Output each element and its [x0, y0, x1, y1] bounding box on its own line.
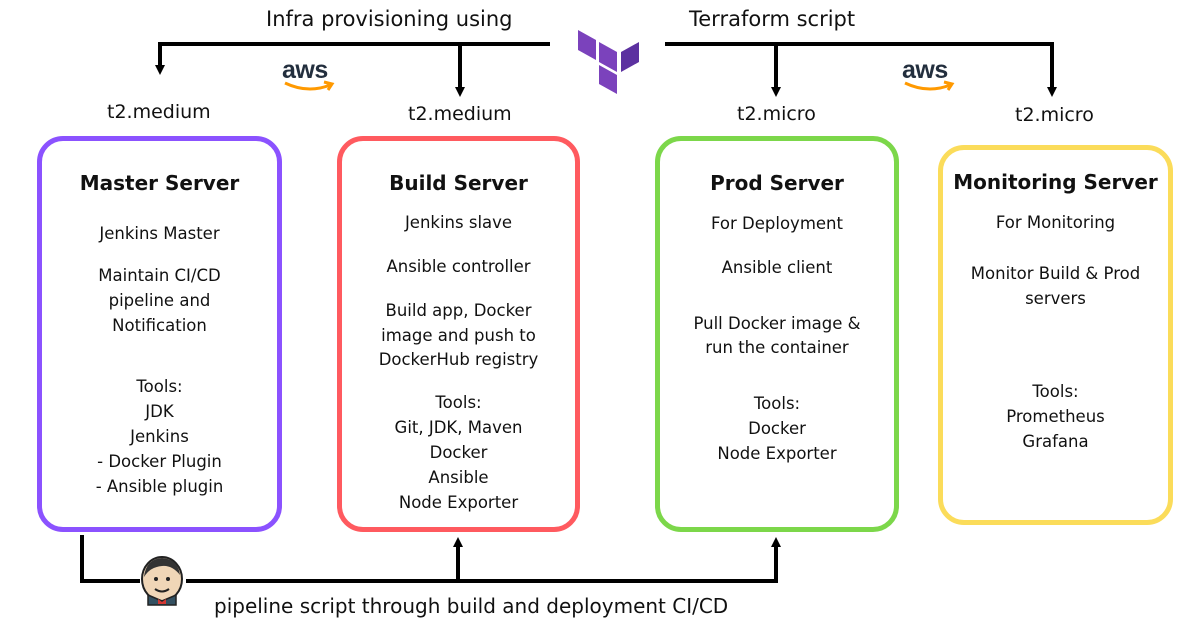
build-server-tool: Git, JDK, Maven	[394, 418, 523, 437]
build-server-box: Build Server Jenkins slave Ansible contr…	[337, 136, 580, 532]
master-server-tool: JDK	[145, 402, 174, 421]
aws-smile-icon	[284, 80, 335, 91]
aws-smile-icon	[904, 80, 955, 91]
jenkins-logo-icon	[141, 556, 183, 606]
aws-logo-left: aws	[282, 58, 338, 98]
terraform-script-label: Terraform script	[689, 7, 856, 31]
build-server-line: DockerHub registry	[378, 350, 539, 369]
prod-server-title: Prod Server	[710, 171, 844, 195]
prod-server-line: Pull Docker image &	[693, 314, 861, 333]
master-server-line: pipeline and	[108, 291, 211, 310]
aws-logo-right: aws	[902, 58, 958, 98]
build-server-line: image and push to	[381, 326, 536, 345]
build-server-tool: Node Exporter	[398, 493, 519, 512]
master-server-line: Jenkins Master	[99, 224, 220, 243]
build-server-tools-heading: Tools:	[435, 393, 482, 412]
master-server-title: Master Server	[79, 171, 240, 195]
instance-type-monitoring: t2.micro	[1015, 104, 1094, 126]
instance-type-prod: t2.micro	[737, 103, 816, 125]
pipeline-caption: pipeline script through build and deploy…	[214, 594, 729, 618]
prod-server-tools-heading: Tools:	[753, 394, 801, 413]
monitoring-server-tool: Prometheus	[1006, 407, 1105, 426]
master-server-line: Notification	[112, 316, 207, 335]
monitoring-server-box: Monitoring Server For Monitoring Monitor…	[938, 145, 1173, 525]
aws-logo-text: aws	[282, 56, 328, 84]
build-server-line: Ansible controller	[386, 257, 531, 276]
monitoring-server-line: Monitor Build & Prod	[970, 264, 1141, 283]
build-server-line: Build app, Docker	[385, 301, 532, 320]
build-server-line: Jenkins slave	[404, 213, 513, 232]
prod-server-line: Ansible client	[721, 258, 833, 277]
infra-provisioning-label: Infra provisioning using	[266, 7, 513, 31]
build-server-tool: Docker	[429, 443, 488, 462]
terraform-logo-icon	[578, 30, 639, 94]
prod-server-tool: Node Exporter	[717, 444, 837, 463]
master-server-tools-heading: Tools:	[136, 377, 183, 396]
instance-type-build: t2.medium	[408, 103, 512, 125]
prod-server-box: Prod Server For Deployment Ansible clien…	[655, 136, 899, 532]
monitoring-server-tool: Grafana	[1022, 432, 1089, 451]
build-server-tool: Ansible	[428, 468, 489, 487]
monitoring-server-line: For Monitoring	[995, 213, 1116, 232]
instance-type-master: t2.medium	[107, 101, 211, 123]
monitoring-server-title: Monitoring Server	[953, 170, 1158, 194]
prod-server-line: run the container	[705, 338, 849, 357]
master-server-box: Master Server Jenkins Master Maintain CI…	[37, 136, 282, 532]
prod-server-line: For Deployment	[711, 214, 843, 233]
pipeline-line-master	[80, 535, 140, 583]
master-server-tool: - Ansible plugin	[95, 477, 224, 496]
monitoring-server-tools-heading: Tools:	[1032, 382, 1079, 401]
monitoring-server-line: servers	[1025, 289, 1086, 308]
prod-server-tool: Docker	[748, 419, 806, 438]
master-server-line: Maintain CI/CD	[98, 266, 221, 285]
master-server-tool: - Docker Plugin	[97, 452, 222, 471]
build-server-title: Build Server	[389, 171, 528, 195]
aws-logo-text: aws	[902, 56, 948, 84]
master-server-tool: Jenkins	[130, 427, 189, 446]
